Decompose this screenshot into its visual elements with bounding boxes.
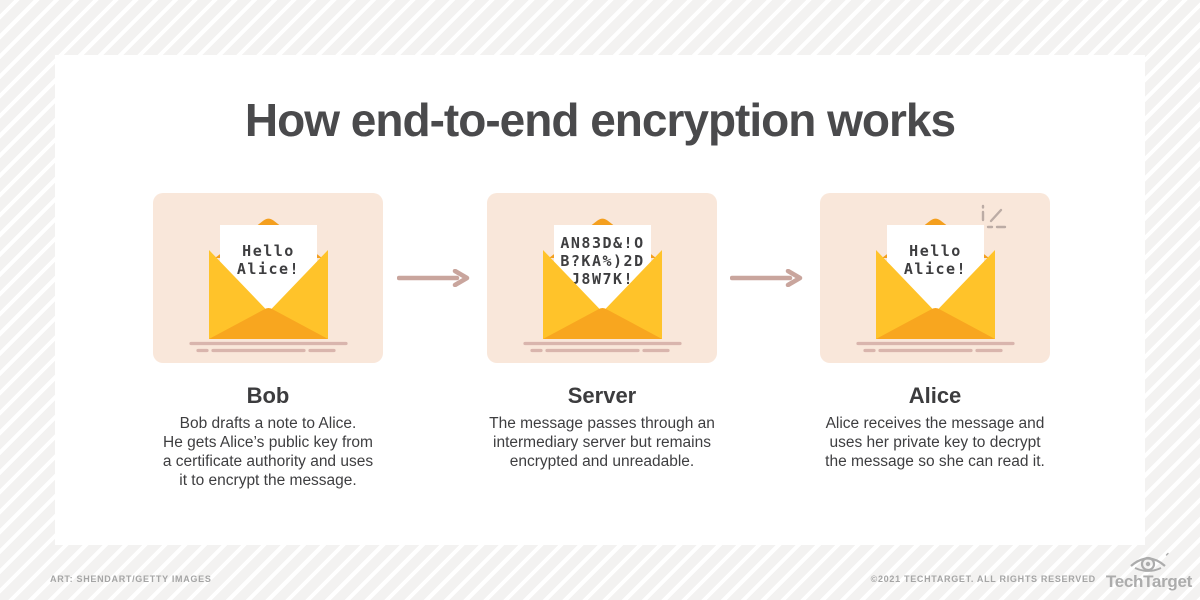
step-description-alice: Alice receives the message and uses her …: [825, 415, 1045, 470]
techtarget-eye-icon: [1130, 552, 1169, 572]
copyright-text: ©2021 TECHTARGET. ALL RIGHTS RESERVED: [870, 574, 1096, 584]
right-arrow-icon: [730, 269, 803, 287]
step-heading-server: Server: [567, 383, 637, 408]
step-description-server: The message passes through an intermedia…: [489, 415, 715, 470]
page-title: How end-to-end encryption works: [244, 94, 956, 146]
techtarget-logo: TechTarget: [1106, 552, 1192, 591]
step-heading-bob: Bob: [246, 383, 290, 408]
sparkle-burst-icon: [981, 204, 1007, 229]
right-arrow-icon: [397, 269, 470, 287]
techtarget-wordmark: TechTarget: [1105, 572, 1192, 591]
footer-right: ©2021 TECHTARGET. ALL RIGHTS RESERVED Te…: [871, 552, 1192, 591]
art-credit: ART: SHENDART/GETTY IMAGES: [50, 574, 212, 584]
step-description-bob: Bob drafts a note to Alice. He gets Alic…: [162, 415, 374, 489]
step-heading-alice: Alice: [908, 383, 962, 408]
